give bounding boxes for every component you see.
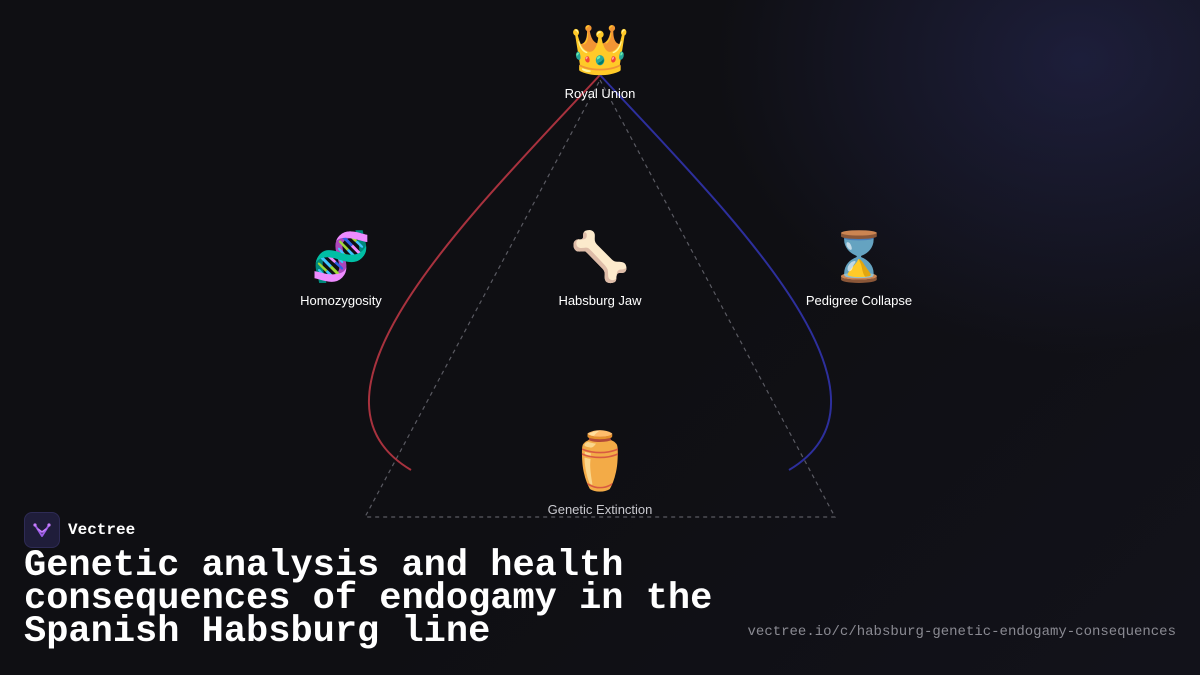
brand-name: Vectree [68,521,136,539]
dna-icon: 🧬 [311,229,371,285]
crown-icon: 👑 [570,22,630,78]
node-label: Royal Union [564,86,636,101]
right-connection-curve [599,74,833,471]
node-label: Habsburg Jaw [558,293,642,308]
node-label: Genetic Extinction [547,502,653,517]
vectree-logo-icon [24,512,60,548]
node-genetic-extinction: ⚱️ Genetic Extinction [500,429,700,518]
left-connection-curve [367,74,601,471]
dashed-triangle-outline [363,78,837,518]
node-label: Homozygosity [300,293,382,308]
bone-icon: 🦴 [570,229,630,285]
hourglass-icon: ⌛ [829,229,889,285]
node-homozygosity: 🧬 Homozygosity [241,229,441,308]
node-royal-union: 👑 Royal Union [500,22,700,101]
page-title: Genetic analysis and health consequences… [24,545,713,653]
node-habsburg-jaw: 🦴 Habsburg Jaw [500,229,700,308]
urn-icon: ⚱️ [565,429,635,494]
node-label: Pedigree Collapse [805,293,913,308]
node-pedigree-collapse: ⌛ Pedigree Collapse [759,229,959,308]
brand[interactable]: Vectree [24,512,135,548]
page-url[interactable]: vectree.io/c/habsburg-genetic-endogamy-c… [747,624,1176,640]
